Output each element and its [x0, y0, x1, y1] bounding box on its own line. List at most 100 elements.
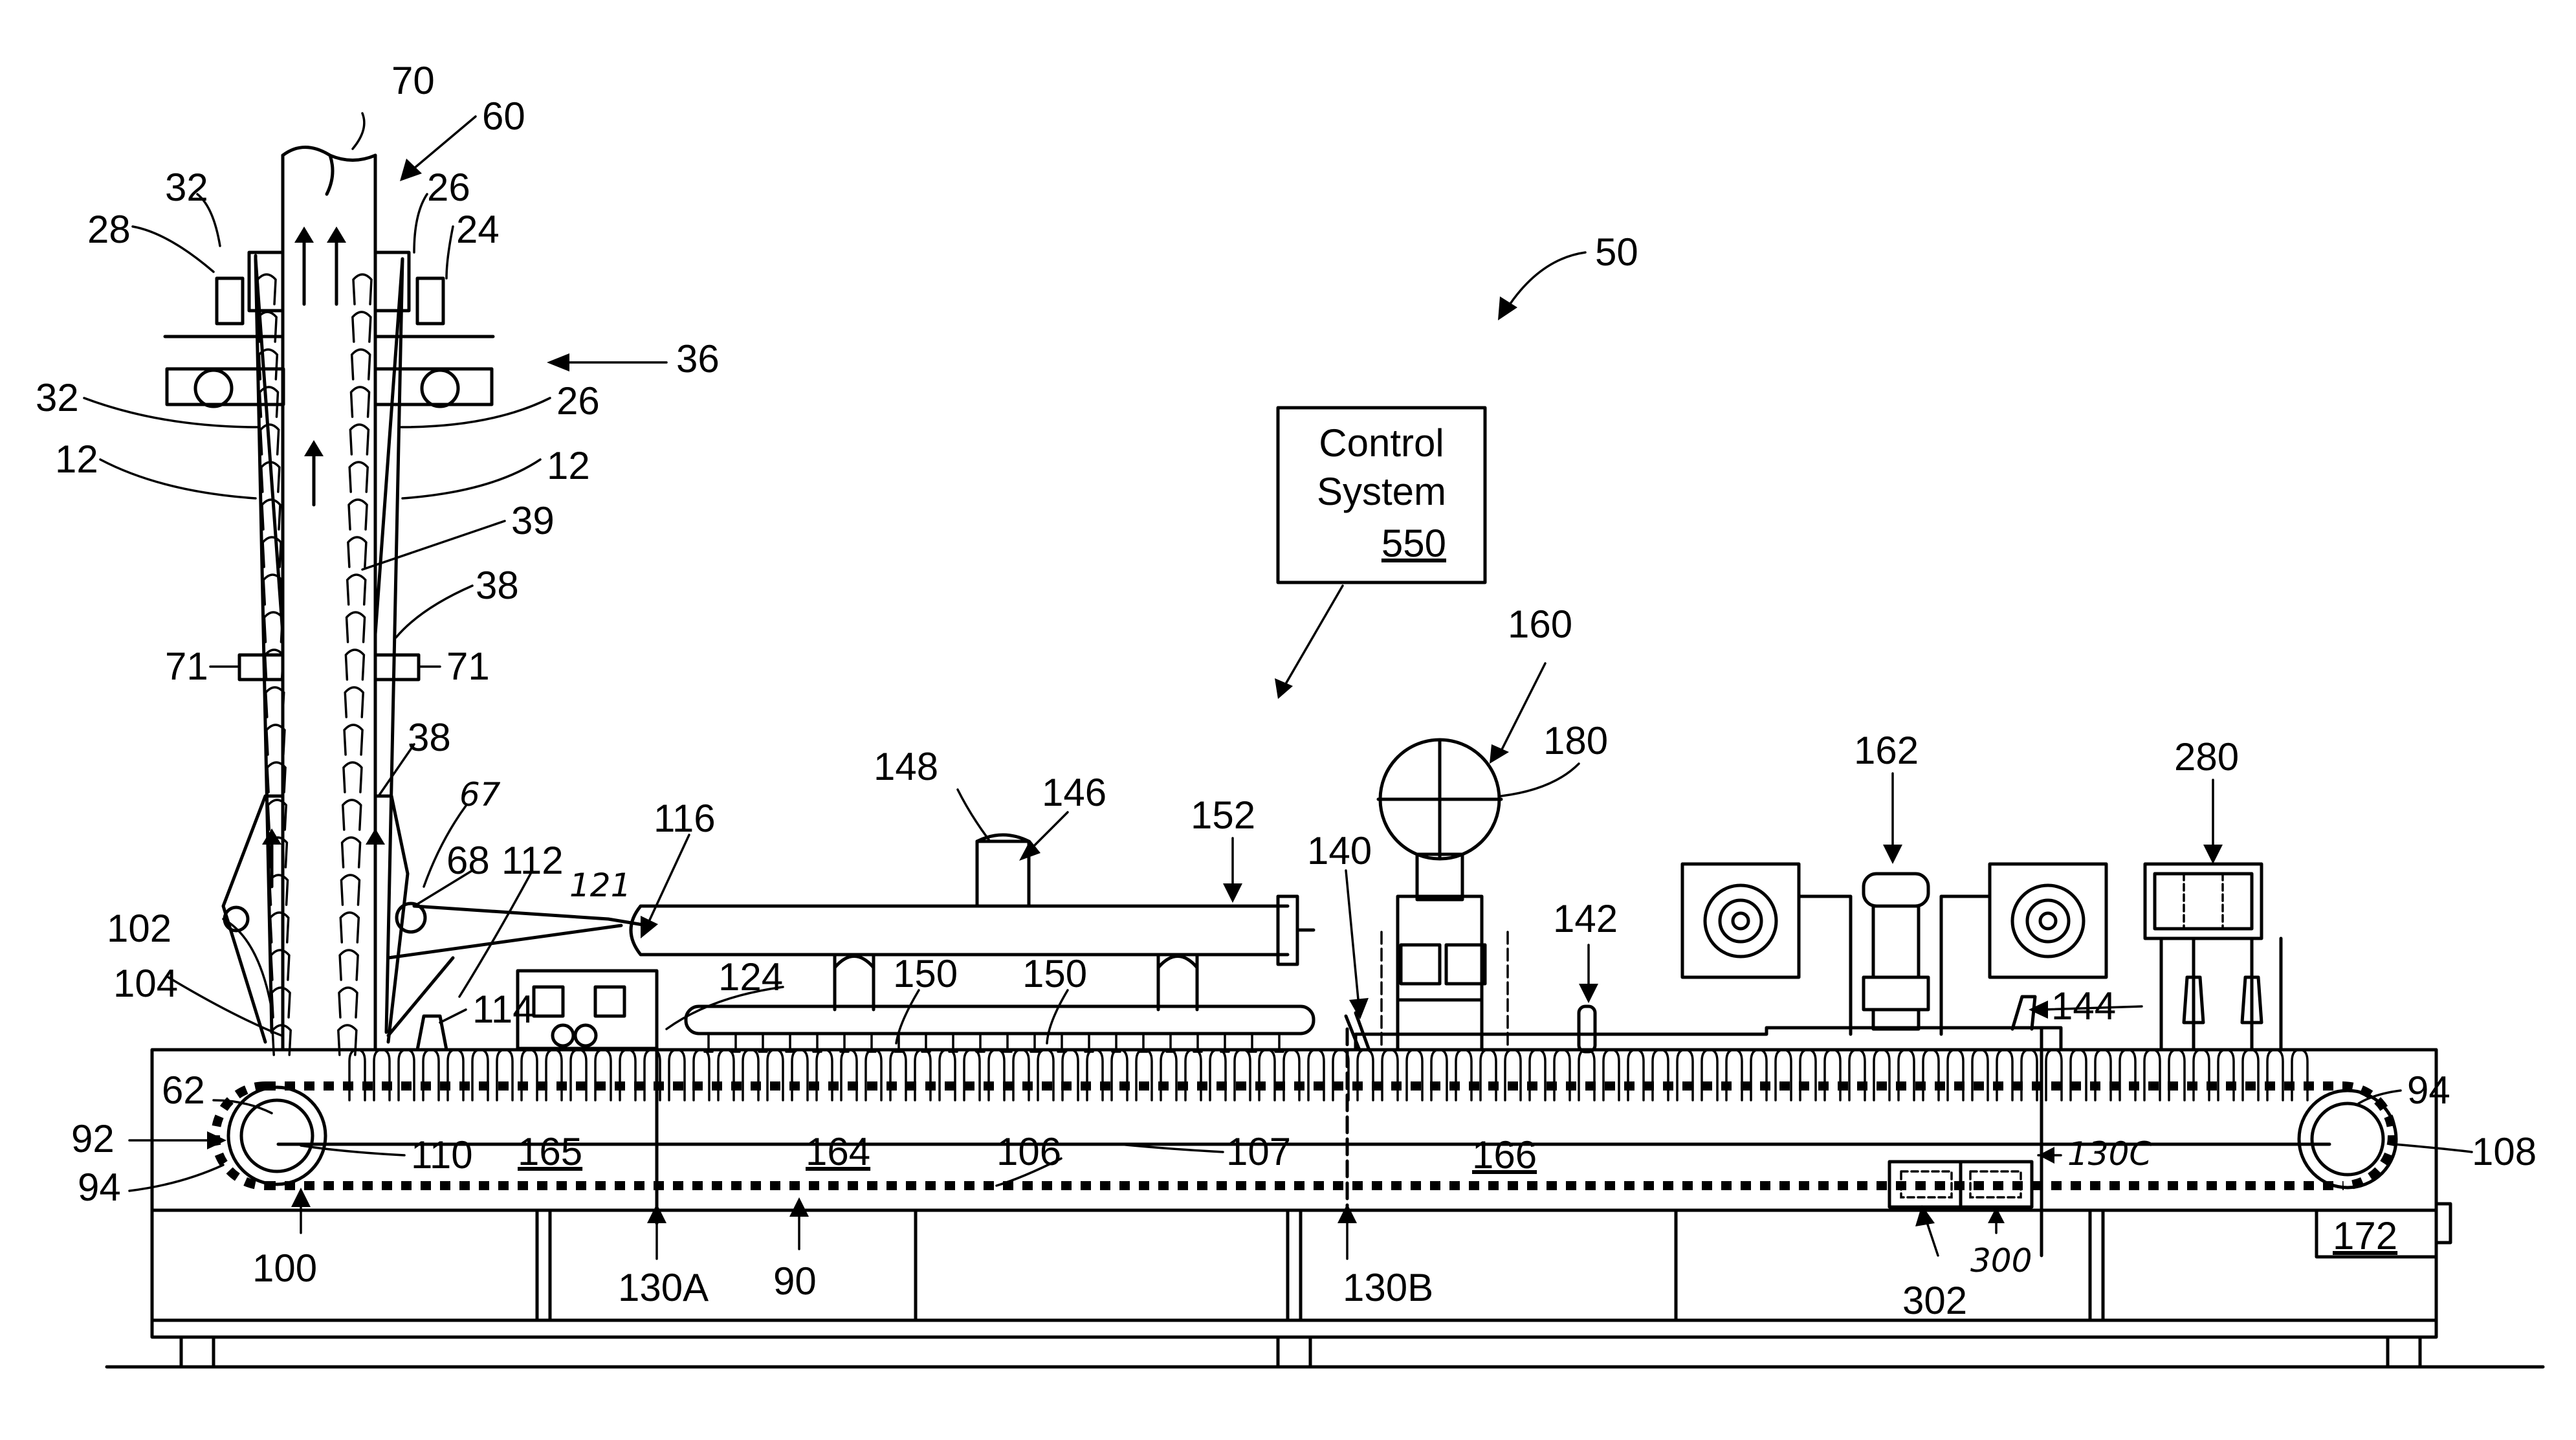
preform — [349, 500, 367, 529]
preform — [349, 1050, 365, 1100]
label-162: 162 — [1854, 729, 1919, 772]
preform — [1628, 1050, 1644, 1100]
label-32-top: 32 — [165, 166, 208, 209]
label-148: 148 — [874, 745, 938, 788]
station-160 — [1378, 740, 1508, 1048]
label-67: 67 — [459, 776, 501, 814]
label-302: 302 — [1902, 1279, 1967, 1322]
label-104: 104 — [113, 962, 178, 1005]
label-38-upper: 38 — [476, 564, 519, 607]
preform — [339, 988, 357, 1017]
preform — [472, 1050, 488, 1100]
label-50: 50 — [1595, 230, 1638, 274]
preform — [2194, 1050, 2209, 1100]
control-ref: 550 — [1382, 522, 1446, 565]
left-sprocket — [228, 1087, 325, 1184]
label-165: 165 — [518, 1130, 582, 1173]
preform — [964, 1050, 980, 1100]
preform — [1013, 1050, 1029, 1100]
station-116 — [518, 971, 657, 1048]
preform — [792, 1050, 808, 1100]
preform — [497, 1050, 512, 1100]
preform — [399, 1050, 414, 1100]
preform — [2046, 1050, 2062, 1100]
label-92: 92 — [71, 1117, 115, 1160]
preform — [1997, 1050, 2012, 1100]
preform — [259, 387, 278, 417]
label-150-left: 150 — [893, 952, 958, 995]
label-36: 36 — [676, 337, 720, 381]
preform — [1087, 1050, 1103, 1100]
preform — [1136, 1050, 1152, 1100]
preform — [1112, 1050, 1127, 1100]
chute-wings — [223, 796, 425, 1042]
label-90: 90 — [773, 1259, 817, 1303]
label-300: 300 — [1970, 1242, 2032, 1279]
preform — [1284, 1050, 1299, 1100]
preform — [2144, 1050, 2160, 1100]
label-106: 106 — [996, 1130, 1061, 1173]
label-160: 160 — [1508, 603, 1572, 646]
label-164: 164 — [806, 1130, 870, 1173]
preform — [353, 274, 371, 304]
label-68: 68 — [446, 839, 490, 882]
preform — [346, 650, 364, 680]
raised-top-section — [1356, 1028, 2061, 1050]
preform — [344, 725, 362, 755]
preform — [620, 1050, 635, 1100]
sensor-144 — [2012, 997, 2035, 1029]
deflector-140 — [1346, 1013, 1369, 1048]
preform — [351, 387, 369, 417]
preform — [2243, 1050, 2258, 1100]
preform — [343, 800, 361, 830]
label-140: 140 — [1307, 829, 1372, 872]
preform — [1899, 1050, 1914, 1100]
heater-bar — [686, 1006, 1314, 1052]
label-71-left: 71 — [165, 645, 208, 688]
preform — [1308, 1050, 1324, 1100]
preform — [1431, 1050, 1447, 1100]
preform — [1825, 1050, 1840, 1100]
label-114: 114 — [472, 988, 534, 1031]
preform — [866, 1050, 881, 1100]
label-26-top: 26 — [427, 166, 470, 209]
preform — [694, 1050, 709, 1100]
preform — [1849, 1050, 1865, 1100]
preform — [345, 687, 363, 717]
preform — [258, 274, 276, 304]
preform — [2169, 1050, 2185, 1100]
station-280 — [2145, 864, 2281, 1048]
preform — [423, 1050, 439, 1100]
label-166: 166 — [1472, 1133, 1537, 1177]
preform — [262, 500, 280, 529]
preform — [841, 1050, 857, 1100]
preform — [2021, 1050, 2037, 1100]
label-108: 108 — [2472, 1130, 2537, 1173]
preform — [1161, 1050, 1176, 1100]
preform — [1185, 1050, 1201, 1100]
preform — [1874, 1050, 1889, 1100]
preform — [340, 950, 358, 980]
preform — [347, 575, 366, 604]
label-26-mid: 26 — [556, 379, 600, 423]
preform — [2292, 1050, 2307, 1100]
preform — [340, 913, 358, 942]
preform — [1038, 1050, 1053, 1100]
preform — [270, 913, 289, 942]
preform — [1481, 1050, 1496, 1100]
preform — [344, 762, 362, 792]
label-12-left: 12 — [55, 438, 98, 481]
preform — [1530, 1050, 1545, 1100]
preform — [349, 462, 368, 492]
preform — [2267, 1050, 2283, 1100]
label-172: 172 — [2333, 1214, 2397, 1257]
preform — [348, 537, 366, 567]
label-39: 39 — [511, 499, 555, 542]
label-152: 152 — [1191, 793, 1255, 837]
label-130a: 130A — [618, 1266, 709, 1309]
feed-chute — [239, 148, 419, 1049]
label-70: 70 — [391, 59, 435, 102]
preform — [1726, 1050, 1742, 1100]
label-24: 24 — [456, 208, 500, 251]
preform — [2071, 1050, 2086, 1100]
